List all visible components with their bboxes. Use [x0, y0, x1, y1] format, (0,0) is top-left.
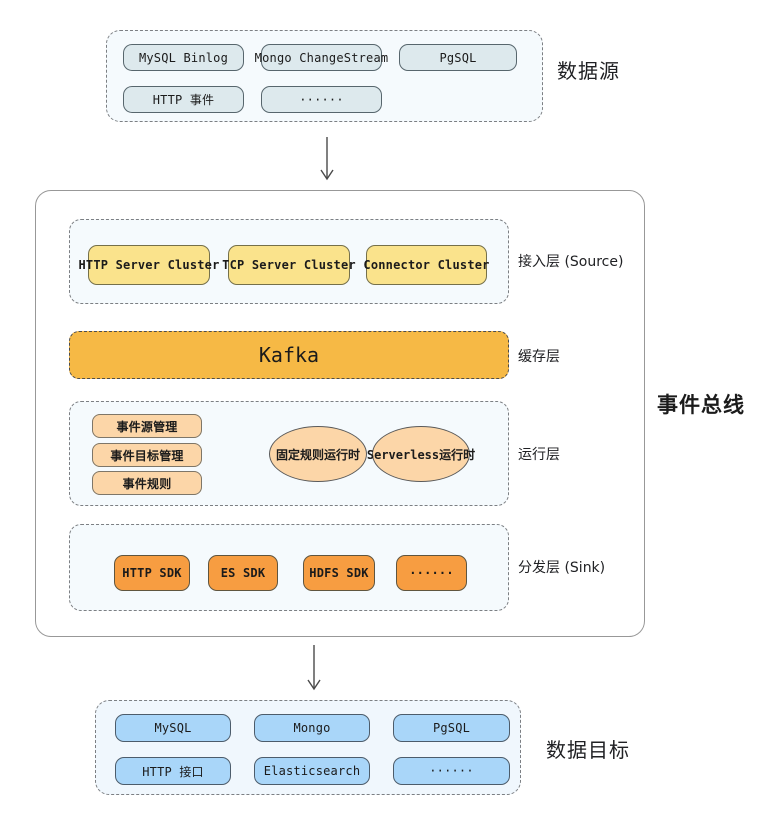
node-http-event: HTTP 事件 [123, 86, 244, 113]
event-bus-container: HTTP Server Cluster TCP Server Cluster C… [35, 190, 645, 637]
data-sources-group: MySQL Binlog Mongo ChangeStream PgSQL HT… [106, 30, 543, 122]
node-mongo-target: Mongo [254, 714, 370, 742]
node-tcp-server-cluster: TCP Server Cluster [222, 245, 356, 285]
node-http-server-cluster: HTTP Server Cluster [78, 245, 219, 285]
node-mysql-target: MySQL [115, 714, 231, 742]
data-sources-label: 数据源 [557, 59, 620, 83]
node-sink-more: ······ [396, 555, 467, 591]
node-pgsql-target: PgSQL [393, 714, 510, 742]
node-connector-cluster: Connector Cluster [363, 245, 489, 285]
node-elasticsearch-target: Elasticsearch [254, 757, 370, 785]
down-arrow-icon [307, 645, 321, 691]
sink-layer-label: 分发层 (Sink) [518, 560, 606, 576]
node-kafka: Kafka [69, 331, 509, 379]
node-fixed-rule-runtime: 固定规则运行时 [269, 426, 367, 482]
node-pgsql-source: PgSQL [399, 44, 517, 71]
node-source-more: ······ [261, 86, 382, 113]
node-mysql-binlog: MySQL Binlog [123, 44, 244, 71]
source-layer-label: 接入层 (Source) [518, 254, 624, 270]
cache-layer-label: 缓存层 [518, 349, 560, 365]
data-targets-group: MySQL Mongo PgSQL HTTP 接口 Elasticsearch … [95, 700, 521, 795]
node-event-source-mgmt: 事件源管理 [92, 414, 202, 438]
node-hdfs-sdk: HDFS SDK [303, 555, 375, 591]
node-event-target-mgmt: 事件目标管理 [92, 443, 202, 467]
node-event-rules: 事件规则 [92, 471, 202, 495]
runtime-layer-group: 事件源管理 事件目标管理 事件规则 固定规则运行时 Serverless运行时 [69, 401, 509, 506]
source-layer-group: HTTP Server Cluster TCP Server Cluster C… [69, 219, 509, 304]
node-target-more: ······ [393, 757, 510, 785]
node-serverless-runtime: Serverless运行时 [367, 426, 475, 482]
node-http-sdk: HTTP SDK [114, 555, 190, 591]
down-arrow-icon [320, 137, 334, 181]
node-http-api-target: HTTP 接口 [115, 757, 231, 785]
runtime-layer-label: 运行层 [518, 447, 560, 463]
sink-layer-group: HTTP SDK ES SDK HDFS SDK ······ [69, 524, 509, 611]
event-bus-label: 事件总线 [657, 393, 745, 417]
node-es-sdk: ES SDK [208, 555, 278, 591]
data-targets-label: 数据目标 [546, 738, 630, 762]
node-mongo-changestream: Mongo ChangeStream [255, 44, 388, 71]
